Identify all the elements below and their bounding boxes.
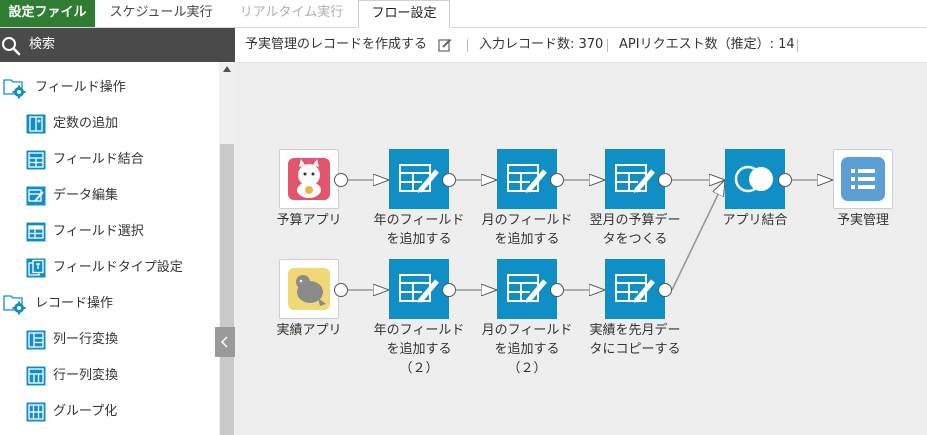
constant-icon (26, 114, 46, 134)
output-port[interactable] (334, 173, 348, 187)
row-to-column-icon (26, 366, 46, 386)
node-add-month-field-2[interactable] (497, 259, 557, 319)
node-app-join[interactable] (725, 149, 785, 209)
group-record-operations[interactable]: レコード操作 (0, 289, 219, 319)
node-next-month-budget[interactable] (605, 149, 665, 209)
tab-settings-file[interactable]: 設定ファイル (0, 0, 95, 27)
sidebar-item-group-by[interactable]: グループ化 (26, 399, 216, 427)
divider (797, 39, 798, 52)
table-edit-icon (615, 274, 655, 303)
group-label: レコード操作 (35, 296, 114, 311)
api-request-count: APIリクエスト数（推定）: 14 (619, 37, 795, 52)
seal-app-icon (288, 268, 330, 310)
tab-realtime[interactable]: リアルタイム実行 (239, 5, 344, 20)
group-field-operations[interactable]: フィールド操作 (0, 73, 219, 103)
sidebar-item-label: データ編集 (53, 188, 119, 203)
sidebar-item-label: 定数の追加 (53, 116, 119, 131)
divider (467, 39, 468, 52)
operations-sidebar: フィールド操作 定数の追加 フィールド結合 データ編集 フィールド選択 フィール… (0, 62, 219, 435)
sidebar-item-field-select[interactable]: フィールド選択 (26, 219, 216, 247)
table-edit-icon (615, 164, 655, 193)
node-copy-actual[interactable] (605, 259, 665, 319)
table-edit-icon (507, 164, 547, 193)
column-to-row-icon (26, 330, 46, 350)
node-label: 年のフィールド を追加する （２） (373, 323, 465, 376)
scrollbar-thumb[interactable] (220, 144, 234, 435)
node-label: 実績を先月デー タにコピーする (589, 323, 681, 357)
top-tab-bar: 設定ファイル スケジュール実行 リアルタイム実行 フロー設定 (0, 0, 927, 28)
node-label: 予実管理 (836, 213, 889, 228)
node-budget-app[interactable] (279, 149, 339, 209)
list-app-icon (841, 157, 885, 201)
join-circles-icon (734, 165, 773, 193)
flow-canvas[interactable]: 予算アプリ 年のフィールド を追加する 月のフィールド を追加する 翌月の予算デ… (235, 63, 927, 435)
flow-name: 予実管理のレコードを作成する (245, 37, 428, 52)
output-port[interactable] (658, 283, 672, 297)
scroll-up-arrow-icon[interactable] (223, 66, 231, 72)
sidebar-item-row-to-column[interactable]: 行ー列変換 (26, 363, 216, 391)
output-port[interactable] (778, 173, 792, 187)
sidebar-item-label: グループ化 (53, 404, 118, 419)
edge (671, 180, 726, 291)
table-edit-icon (399, 274, 439, 303)
output-port[interactable] (550, 173, 564, 187)
output-port[interactable] (442, 283, 456, 297)
sidebar-item-label: フィールドタイプ設定 (53, 260, 183, 275)
sidebar-item-data-edit[interactable]: データ編集 (26, 183, 216, 211)
node-label: 予算アプリ (276, 213, 342, 228)
group-icon (26, 402, 46, 422)
sidebar-item-label: 行ー列変換 (53, 368, 119, 383)
output-port[interactable] (442, 173, 456, 187)
sidebar-item-column-to-row[interactable]: 列ー行変換 (26, 327, 216, 355)
flow-info-bar: 予実管理のレコードを作成する 入力レコード数: 370 APIリクエスト数（推定… (235, 28, 927, 63)
node-label: アプリ結合 (722, 213, 788, 228)
sidebar-item-label: フィールド結合 (53, 152, 144, 167)
node-label: 翌月の予算デー タをつくる (589, 213, 681, 247)
table-edit-icon (507, 274, 547, 303)
table-edit-icon (399, 164, 439, 193)
node-label: 月のフィールド を追加する （２） (481, 323, 573, 376)
edit-pencil-icon[interactable] (438, 38, 452, 56)
node-budget-actual[interactable] (833, 149, 893, 209)
folder-gear-icon (2, 292, 30, 316)
field-select-icon (26, 222, 46, 242)
search-label: 検索 (29, 37, 56, 52)
sidebar-item-field-type[interactable]: フィールドタイプ設定 (26, 255, 216, 283)
lucky-cat-icon (288, 158, 330, 200)
sidebar-item-label: 列ー行変換 (53, 332, 119, 347)
field-join-icon (26, 150, 46, 170)
output-port[interactable] (550, 283, 564, 297)
node-label: 月のフィールド を追加する (481, 213, 573, 247)
search-icon (0, 34, 22, 56)
group-label: フィールド操作 (35, 80, 126, 95)
node-add-month-field-1[interactable] (497, 149, 557, 209)
output-port[interactable] (658, 173, 672, 187)
tab-flow-settings[interactable]: フロー設定 (358, 0, 450, 28)
sidebar-item-label: フィールド選択 (53, 224, 144, 239)
sidebar-item-add-constant[interactable]: 定数の追加 (26, 111, 216, 139)
sidebar-item-field-join[interactable]: フィールド結合 (26, 147, 216, 175)
node-actual-app[interactable] (279, 259, 339, 319)
field-type-icon (26, 258, 46, 278)
node-label: 年のフィールド を追加する (373, 213, 465, 247)
node-label: 実績アプリ (276, 323, 342, 338)
folder-gear-icon (2, 76, 30, 100)
tab-schedule[interactable]: スケジュール実行 (109, 5, 213, 20)
sidebar-scrollbar[interactable] (219, 62, 235, 435)
node-add-year-field-1[interactable] (389, 149, 449, 209)
sidebar-collapse-button[interactable] (215, 327, 235, 357)
flow-edges (348, 63, 833, 435)
sidebar-search[interactable]: 検索 (0, 28, 235, 62)
data-edit-icon (26, 186, 46, 206)
output-port[interactable] (334, 283, 348, 297)
divider (607, 39, 608, 52)
input-record-count: 入力レコード数: 370 (479, 37, 604, 52)
node-add-year-field-2[interactable] (389, 259, 449, 319)
chevron-left-icon (220, 336, 228, 348)
